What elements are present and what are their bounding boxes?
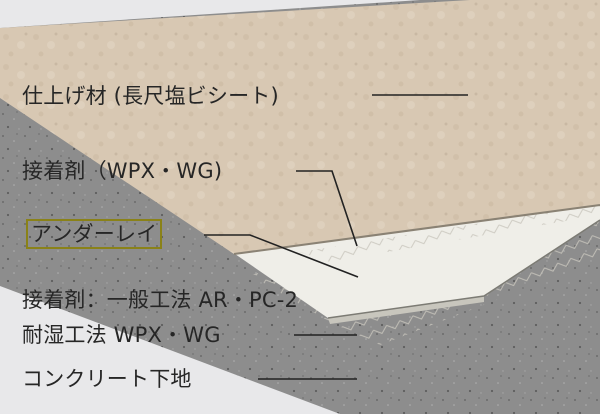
underlay-slab-side [328,296,484,324]
label-underlay: アンダーレイ [26,219,163,249]
adhesive-layer-upper [300,204,600,262]
label-adhesive-top: 接着剤（WPX・WG) [22,159,223,183]
label-finish-material: 仕上げ材 (長尺塩ビシート) [22,84,279,108]
leader-line-adhesive-top [296,170,358,247]
vinyl-sheet-texture [0,0,600,254]
underlay-edge [327,219,600,319]
vinyl-sheet-edge [233,204,600,255]
label-concrete: コンクリート下地 [22,367,192,391]
leader-line-underlay [204,234,359,278]
label-adhesive-moist: 耐湿工法 WPX・WG [22,323,221,347]
label-adhesive-general: 接着剤：一般工法 AR・PC-2 [22,288,299,312]
